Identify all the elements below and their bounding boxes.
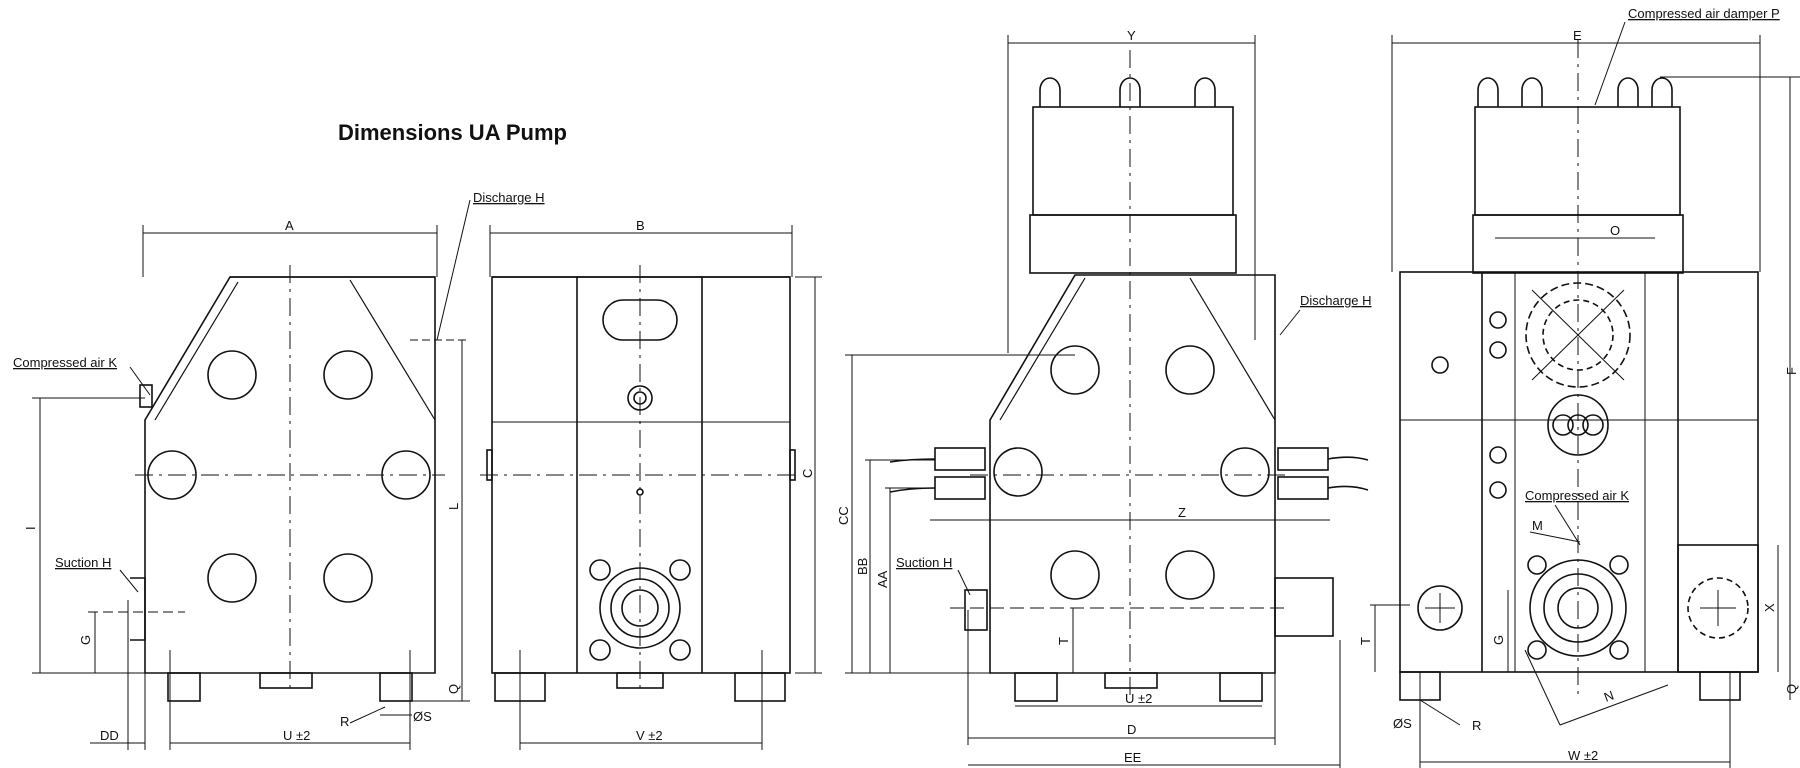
label-T: T [1056, 637, 1071, 645]
label-AA: AA [875, 570, 890, 588]
label-N: N [1602, 688, 1616, 705]
callout-compressed-air: Compressed air K [13, 355, 117, 370]
label-Q: Q [446, 684, 461, 694]
side-view [480, 225, 822, 750]
callout-discharge: Discharge H [473, 190, 545, 205]
label-M: M [1532, 518, 1543, 533]
callout-labels: Discharge H Discharge H Compressed air K… [13, 6, 1780, 570]
label-R2: R [1472, 718, 1481, 733]
label-F: F [1784, 367, 1799, 375]
callout-suction: Suction H [55, 555, 111, 570]
label-Q2: Q [1784, 684, 1799, 694]
label-EE: EE [1124, 750, 1142, 765]
front-view [32, 199, 471, 750]
drawing-title: Dimensions UA Pump [338, 120, 567, 145]
label-X: X [1762, 603, 1777, 612]
label-Y: Y [1127, 28, 1136, 43]
label-D: D [1127, 722, 1136, 737]
side-view-damper [1370, 21, 1800, 768]
label-V: V ±2 [636, 728, 663, 743]
label-S2: ØS [1393, 716, 1412, 731]
label-S: ØS [413, 709, 432, 724]
label-L: L [446, 503, 461, 510]
label-BB: BB [855, 558, 870, 575]
label-I: I [23, 526, 38, 530]
label-A: A [285, 218, 294, 233]
damper-side-body [1399, 271, 1759, 673]
dimension-labels: A B C D E F G G I L M N O Q Q R R ØS ØS … [23, 28, 1799, 765]
label-B: B [636, 218, 645, 233]
label-U2: U ±2 [1125, 691, 1152, 706]
label-G2: G [1491, 635, 1506, 645]
label-R: R [340, 714, 349, 729]
label-T2: T [1358, 637, 1373, 645]
callout-suction-2: Suction H [896, 555, 952, 570]
callout-damper: Compressed air damper P [1628, 6, 1780, 21]
label-DD: DD [100, 728, 119, 743]
label-U: U ±2 [283, 728, 310, 743]
label-G: G [78, 635, 93, 645]
label-CC: CC [836, 506, 851, 525]
label-Z: Z [1178, 505, 1186, 520]
label-E: E [1573, 28, 1582, 43]
callout-compressed-air-2: Compressed air K [1525, 488, 1629, 503]
label-W: W ±2 [1568, 748, 1598, 763]
label-O: O [1610, 223, 1620, 238]
label-C: C [800, 469, 815, 478]
callout-discharge-2: Discharge H [1300, 293, 1372, 308]
damper-view-body [989, 274, 1276, 674]
front-view-damper [845, 35, 1369, 768]
